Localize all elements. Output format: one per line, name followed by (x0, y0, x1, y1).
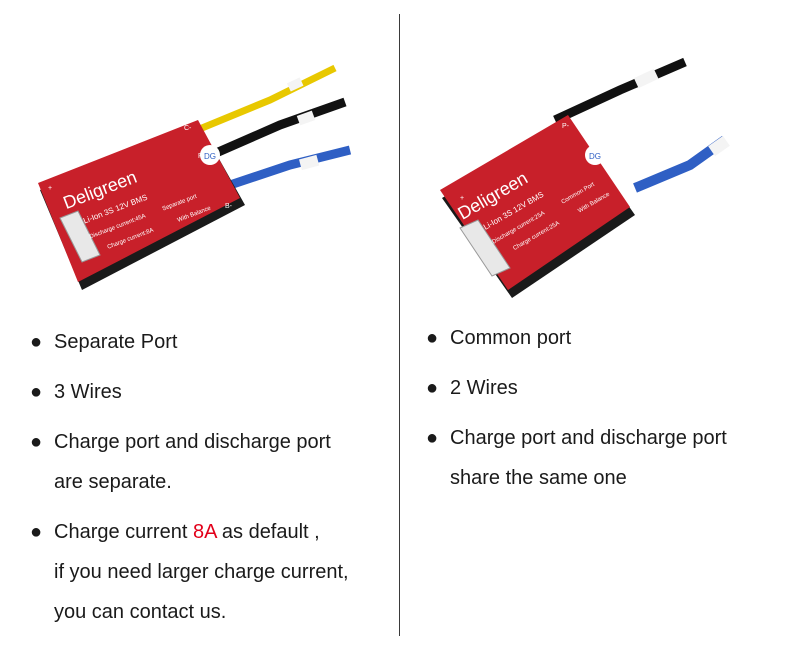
pin-p-label: P- (198, 153, 206, 160)
bullet-icon: ● (30, 521, 43, 543)
list-item: ●Separate Port (30, 322, 390, 362)
bms-board-common-port-image: DG Deligreen Li-Ion 3S 12V BMS Discharge… (440, 57, 730, 298)
left-feature-list: ●Separate Port ●3 Wires ●Charge port and… (30, 322, 390, 642)
pin-b-label: B- (620, 187, 628, 194)
bullet-icon: ● (426, 377, 439, 399)
right-column: DG Deligreen Li-Ion 3S 12V BMS Discharge… (400, 0, 799, 645)
column-divider (399, 14, 400, 636)
bullet-icon: ● (30, 381, 43, 403)
bullet-icon: ● (30, 331, 43, 353)
list-item: ●Charge current 8A as default ,if you ne… (30, 512, 390, 632)
pin-c-label: C- (184, 125, 192, 132)
charge-current-highlight: 8A (192, 521, 217, 543)
pin-plus-label: + (460, 195, 464, 202)
list-item: ●Common port (426, 318, 796, 358)
list-item: ●2 Wires (426, 368, 796, 408)
board-badge: DG (589, 152, 601, 161)
right-feature-list: ●Common port ●2 Wires ●Charge port and d… (426, 318, 796, 508)
list-item: ●3 Wires (30, 372, 390, 412)
bullet-icon: ● (426, 427, 439, 449)
bullet-icon: ● (30, 431, 43, 453)
bullet-icon: ● (426, 327, 439, 349)
pin-b-label: B- (225, 203, 233, 210)
pin-plus-label: + (48, 185, 52, 192)
left-column: DG Deligreen Li-Ion 3S 12V BMS Discharge… (0, 0, 399, 645)
board-badge: DG (204, 152, 216, 161)
pin-p-label: P- (562, 123, 570, 130)
bms-board-separate-port-image: DG Deligreen Li-Ion 3S 12V BMS Discharge… (38, 64, 352, 290)
